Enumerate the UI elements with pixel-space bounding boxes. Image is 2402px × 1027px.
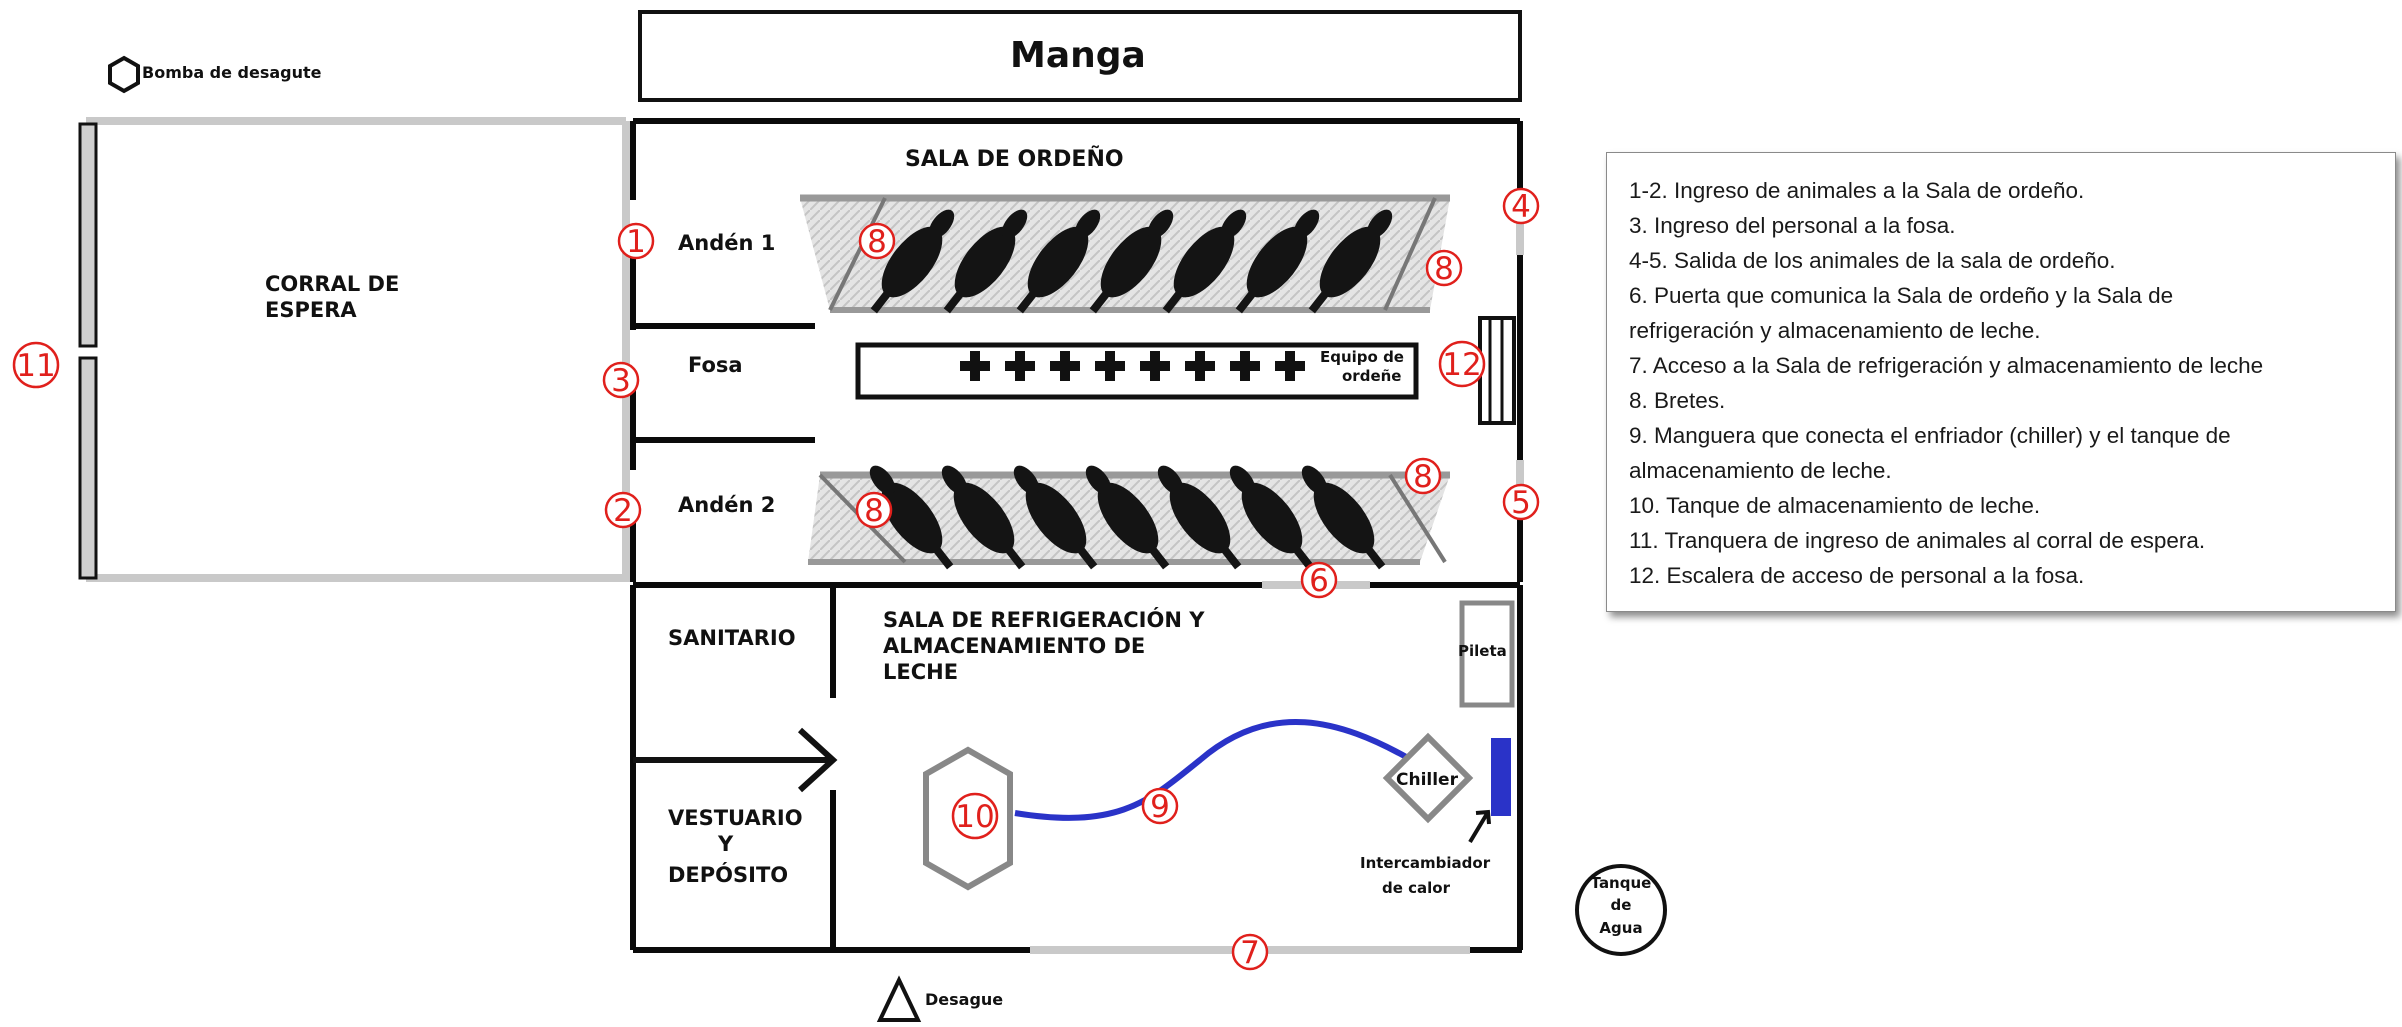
anden-2-label: Andén 2 [678,493,775,517]
intercambiador-label-1: Intercambiador [1360,854,1491,872]
water-tank-icon [1575,864,1667,956]
vestuario-label-2: Y [717,832,734,856]
svg-text:8: 8 [1413,459,1433,495]
svg-text:7: 7 [1240,935,1260,971]
marker-8b: 8 [1425,249,1463,287]
tanque-label-2: de [1611,896,1632,914]
hose-line [1014,718,1410,821]
marker-6: 6 [1300,561,1338,599]
corral-label-1: CORRAL DE [265,272,399,296]
intercambiador-label-2: de calor [1382,879,1451,897]
marker-9: 9 [1141,787,1179,825]
svg-text:8: 8 [867,224,887,260]
sala-ref-label-3: LECHE [883,660,958,684]
legend-item: 10. Tanque de almacenamiento de leche. [1629,493,2041,518]
legend-item: 8. Bretes. [1629,388,1726,413]
svg-text:2: 2 [613,493,633,529]
marker-1: 1 [617,222,655,260]
escalera-fosa [1478,316,1516,425]
milking-units [960,351,1305,381]
corral-de-espera [78,117,626,582]
legend-item: 7. Acceso a la Sala de refrigeración y a… [1629,353,2264,378]
pump-label: Bomba de desagute [142,63,322,82]
tanque-label-1: Tanque [1591,874,1652,892]
manga-box [638,10,1522,102]
legend-box: 1-2. Ingreso de animales a la Sala de or… [1606,152,2396,612]
svg-text:10: 10 [955,799,994,835]
svg-text:6: 6 [1309,563,1329,599]
vestuario-label-1: VESTUARIO [668,806,803,830]
marker-2: 2 [604,491,642,529]
svg-text:1: 1 [626,224,646,260]
marker-8a: 8 [858,222,896,260]
legend-item: 1-2. Ingreso de animales a la Sala de or… [1629,178,2085,203]
marker-5: 5 [1502,483,1540,521]
drain-icon [876,975,922,1022]
svg-text:3: 3 [611,363,631,399]
legend-item: 12. Escalera de acceso de personal a la … [1629,563,2085,588]
exchanger-arrow-icon [1468,809,1491,844]
pump-icon [108,55,140,94]
access-arrow-icon [633,727,838,793]
chiller-icon [1382,732,1474,824]
pileta-label: Pileta [1458,642,1507,660]
legend-item: 9. Manguera que conecta el enfriador (ch… [1629,423,2231,448]
tanque-label-3: Agua [1599,919,1642,937]
marker-10: 10 [951,792,999,840]
chiller-label: Chiller [1396,770,1459,790]
legend-item: 11. Tranquera de ingreso de animales al … [1629,528,2206,553]
legend-item: 3. Ingreso del personal a la fosa. [1629,213,1956,238]
sanitario-label: SANITARIO [668,626,796,650]
equipo-label-2: ordeñe [1342,367,1401,385]
sala-ref-label-2: ALMACENAMIENTO DE [883,634,1145,658]
svg-text:9: 9 [1150,789,1170,825]
fosa-label: Fosa [688,353,743,377]
anden-1-label: Andén 1 [678,231,775,255]
gate-11-lower [78,356,98,580]
svg-text:12: 12 [1442,347,1481,383]
legend-item: 4-5. Salida de los animales de la sala d… [1629,248,2116,273]
svg-text:5: 5 [1511,485,1531,521]
heat-exchanger [1491,738,1511,816]
sala-ordeno-label: SALA DE ORDEÑO [905,146,1124,172]
svg-text:8: 8 [1434,251,1454,287]
marker-8c: 8 [855,491,893,529]
sala-ref-label-1: SALA DE REFRIGERACIÓN Y [883,607,1205,632]
svg-text:4: 4 [1511,189,1531,225]
desague-label: Desague [925,990,1003,1009]
legend-item: refrigeración y almacenamiento de leche. [1629,318,2041,343]
pileta-box [1459,600,1515,708]
svg-text:11: 11 [16,348,55,384]
marker-7: 7 [1231,933,1269,971]
equipo-ordene-box [855,342,1419,400]
corral-label-2: ESPERA [265,298,357,322]
manga-label: Manga [1010,35,1146,76]
marker-12: 12 [1438,340,1486,388]
marker-11: 11 [12,341,60,389]
svg-text:8: 8 [864,493,884,529]
gate-11-upper [78,122,98,348]
legend-item: almacenamiento de leche. [1629,458,1892,483]
marker-8d: 8 [1404,457,1442,495]
vestuario-label-3: DEPÓSITO [668,862,788,887]
marker-4: 4 [1502,187,1540,225]
equipo-label-1: Equipo de [1320,348,1404,366]
legend-item: 6. Puerta que comunica la Sala de ordeño… [1629,283,2174,308]
marker-3: 3 [602,361,640,399]
